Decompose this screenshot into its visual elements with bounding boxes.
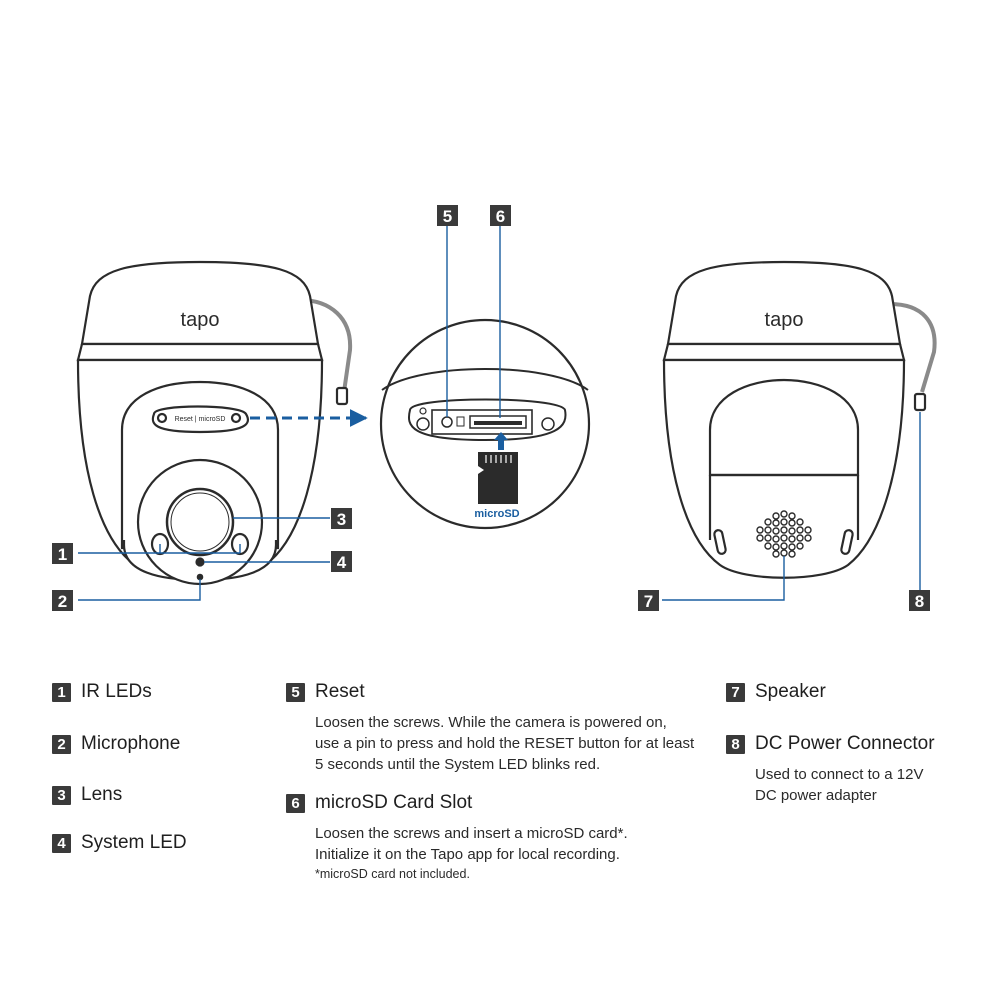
svg-text:3: 3	[337, 510, 346, 529]
legend-description: Loosen the screws. While the camera is p…	[315, 714, 695, 773]
callout-line-1	[78, 544, 241, 554]
legend-badge: 3	[52, 785, 71, 805]
sd-slot-opening	[474, 421, 522, 425]
legend-badge: 7	[726, 682, 745, 702]
legend-badge: 8	[726, 734, 745, 754]
camera-back	[662, 260, 937, 579]
legend-item-dc-power: 8 DC Power Connector Used to connect to …	[726, 732, 966, 806]
legend-title: Speaker	[755, 681, 826, 702]
svg-text:4: 4	[337, 553, 347, 572]
zoom-dot-small	[419, 407, 427, 415]
side-slot-left	[713, 529, 727, 555]
speaker-grille	[756, 510, 812, 558]
microsd-card-label: microSD	[474, 508, 519, 520]
yoke-back	[708, 378, 860, 477]
legend-item-reset: 5 Reset Loosen the screws. While the cam…	[286, 680, 696, 775]
brand-logo-back: tapo	[765, 309, 804, 331]
legend-badge: 6	[286, 793, 305, 813]
svg-text:6: 6	[496, 207, 505, 226]
legend-col-1: 1 IR LEDs 2 Microphone 3 Lens 4 System L…	[52, 680, 272, 855]
marker-4: 4	[331, 551, 352, 572]
legend-badge: 1	[52, 682, 71, 702]
svg-text:7: 7	[644, 592, 653, 611]
legend-item-speaker: 7 Speaker	[726, 680, 966, 704]
callout-lines	[78, 226, 921, 601]
dome-rim-back	[662, 342, 906, 362]
legend-title: microSD Card Slot	[315, 792, 473, 813]
legend-item-lens: 3 Lens	[52, 783, 272, 807]
marker-5: 5	[437, 205, 458, 226]
body-lower-back	[708, 475, 860, 540]
svg-text:1: 1	[58, 545, 67, 564]
cable-connector-front	[335, 386, 349, 406]
marker-2: 2	[52, 590, 73, 611]
legend-title: System LED	[81, 832, 187, 853]
legend-footnote: *microSD card not included.	[315, 867, 470, 881]
svg-text:8: 8	[915, 592, 924, 611]
zoom-screw-right	[541, 417, 555, 431]
power-cable-back	[889, 302, 937, 393]
panel-screw-left	[156, 412, 168, 424]
microsd-card	[478, 452, 518, 504]
legend-item-microsd-slot: 6 microSD Card Slot Loosen the screws an…	[286, 791, 696, 883]
svg-text:5: 5	[443, 207, 452, 226]
legend-title: DC Power Connector	[755, 733, 935, 754]
legend-item-microphone: 2 Microphone	[52, 732, 272, 756]
zoom-screw-left	[416, 417, 430, 431]
legend-description: Loosen the screws and insert a microSD c…	[315, 825, 628, 863]
legend-badge: 4	[52, 833, 71, 853]
dc-connector	[913, 392, 927, 412]
system-led	[195, 557, 205, 567]
svg-text:2: 2	[58, 592, 67, 611]
microphone-hole	[196, 573, 204, 581]
side-slot-right	[840, 529, 854, 555]
lens-glass-inner	[170, 492, 230, 552]
callout-line-2	[78, 579, 201, 601]
legend-title: Microphone	[81, 733, 181, 754]
legend-title: Lens	[81, 784, 123, 805]
legend-col-2: 5 Reset Loosen the screws. While the cam…	[286, 680, 696, 883]
panel-screw-right	[230, 412, 242, 424]
zoom-detail	[379, 318, 591, 530]
dome-top-back	[666, 260, 902, 346]
legend-badge: 5	[286, 682, 305, 702]
brand-logo-front: tapo	[181, 309, 220, 331]
legend-title: IR LEDs	[81, 681, 152, 702]
legend-item-system-led: 4 System LED	[52, 831, 272, 855]
callout-line-7	[662, 556, 785, 601]
legend-item-ir-leds: 1 IR LEDs	[52, 680, 272, 704]
dome-rim-front	[76, 342, 324, 362]
reset-panel-front	[151, 405, 250, 434]
insert-arrow	[494, 432, 508, 450]
dome-top-front	[80, 260, 320, 346]
legend-badge: 2	[52, 734, 71, 754]
marker-3: 3	[331, 508, 352, 529]
zoom-body-edge	[381, 368, 589, 391]
marker-6: 6	[490, 205, 511, 226]
sd-icon-zoom	[456, 416, 465, 427]
legend-col-3: 7 Speaker 8 DC Power Connector Used to c…	[726, 680, 966, 806]
legend-description: Used to connect to a 12V DC power adapte…	[755, 766, 924, 804]
marker-1: 1	[52, 543, 73, 564]
marker-8: 8	[909, 590, 930, 611]
camera-front	[76, 260, 353, 586]
legend-title: Reset	[315, 681, 365, 702]
reset-button-zoom	[441, 416, 453, 428]
panel-label-front: Reset | microSD	[175, 416, 226, 423]
marker-7: 7	[638, 590, 659, 611]
